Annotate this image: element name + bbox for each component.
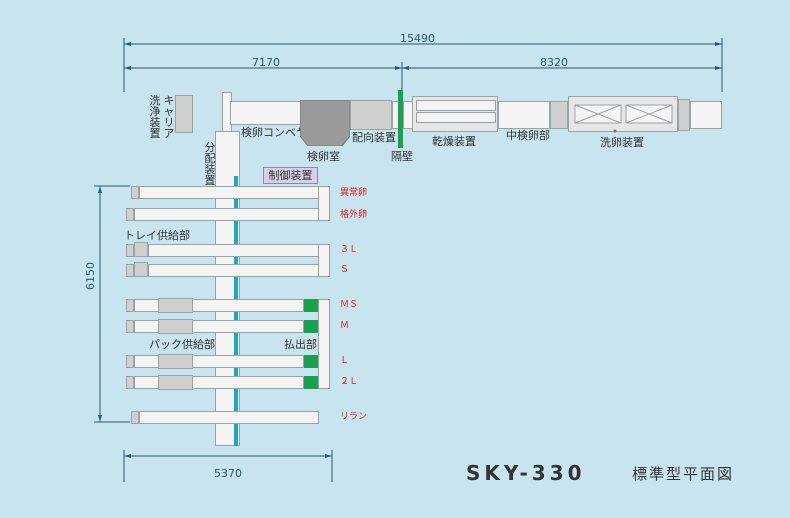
tray-collector [318, 244, 330, 277]
inspection-room-label: 検卵室 [307, 150, 340, 163]
lane-substandard [134, 208, 319, 221]
control-device: 制御装置 [263, 167, 318, 184]
overall-width-dimension: 15490 [400, 32, 435, 45]
inspection-room [300, 100, 350, 146]
lane-rerun-end [131, 411, 139, 424]
grade-substandard: 格外卵 [340, 210, 368, 220]
tray-supply-label: トレイ供給部 [124, 229, 190, 242]
tray-supply-3l [134, 242, 148, 257]
orientation-device [350, 100, 392, 130]
washer-infeed [690, 101, 722, 129]
model-title: SKY-330 [466, 461, 586, 485]
grade-ms: ＭＳ [340, 300, 359, 310]
reject-collector [318, 186, 330, 221]
lane-l-end [126, 355, 134, 368]
carrier-wash-label-1: キャリア [163, 94, 175, 140]
distributor-label-1: 分配 [204, 141, 216, 165]
depth-dimension: 6150 [84, 262, 97, 290]
grade-3l: ３Ｌ [340, 245, 359, 255]
lane-abnormal [139, 186, 319, 199]
lane-s [148, 264, 319, 277]
lane-substandard-end [126, 208, 134, 221]
inspection-conveyor-label: 検卵コンベヤ [241, 126, 307, 139]
grade-m: Ｍ [340, 321, 350, 331]
distributor-label-2: 装置 [204, 163, 216, 187]
lane-3l [148, 244, 319, 257]
right-width-dimension: 8320 [540, 56, 568, 69]
partition-wall [398, 90, 403, 148]
pack-collector [318, 299, 330, 389]
lane-rerun [139, 411, 319, 424]
lane-ms-end [126, 299, 134, 312]
lane-abnormal-end [131, 186, 139, 199]
pack-supply-label: パック供給部 [149, 338, 215, 351]
grade-abnormal: 異常卵 [340, 188, 368, 198]
washer-inlet [550, 101, 568, 129]
tray-supply-s [134, 262, 148, 277]
partition-label: 隔壁 [391, 150, 413, 163]
orientation-device-label: 配向装置 [352, 131, 396, 144]
left-width-dimension: 7170 [252, 56, 280, 69]
discharge-2l [304, 376, 318, 389]
mid-inspection-conveyor [498, 101, 550, 129]
carrier-wash-unit [175, 95, 193, 133]
lane-s-end [126, 264, 134, 277]
washer [568, 96, 678, 133]
lane-2l-end [126, 376, 134, 389]
mid-inspection-label: 中検卵部 [506, 129, 550, 142]
dryer-label: 乾燥装置 [432, 135, 476, 148]
grade-rerun: リラン [340, 412, 368, 422]
inspection-conveyor [230, 101, 302, 125]
bottom-width-dimension: 5370 [214, 467, 242, 480]
discharge-label: 払出部 [284, 338, 317, 351]
grade-s: Ｓ [340, 265, 350, 275]
plan-caption: 標準型平面図 [632, 465, 735, 483]
discharge-m [304, 320, 318, 333]
discharge-ms [304, 299, 318, 312]
pack-supply-2l [158, 375, 193, 390]
grade-2l: ２Ｌ [340, 377, 359, 387]
lane-m-end [126, 320, 134, 333]
pack-supply-ms [158, 298, 193, 313]
washer-outlet [678, 99, 690, 131]
lane-3l-end [126, 244, 134, 257]
carrier-wash-label-2: 洗浄装置 [149, 94, 161, 140]
discharge-l [304, 355, 318, 368]
grade-l: Ｌ [340, 356, 350, 366]
pack-supply-m [158, 319, 193, 334]
pack-supply-l [158, 354, 193, 369]
dryer [412, 96, 498, 132]
washer-label: 洗卵装置 [600, 136, 644, 149]
